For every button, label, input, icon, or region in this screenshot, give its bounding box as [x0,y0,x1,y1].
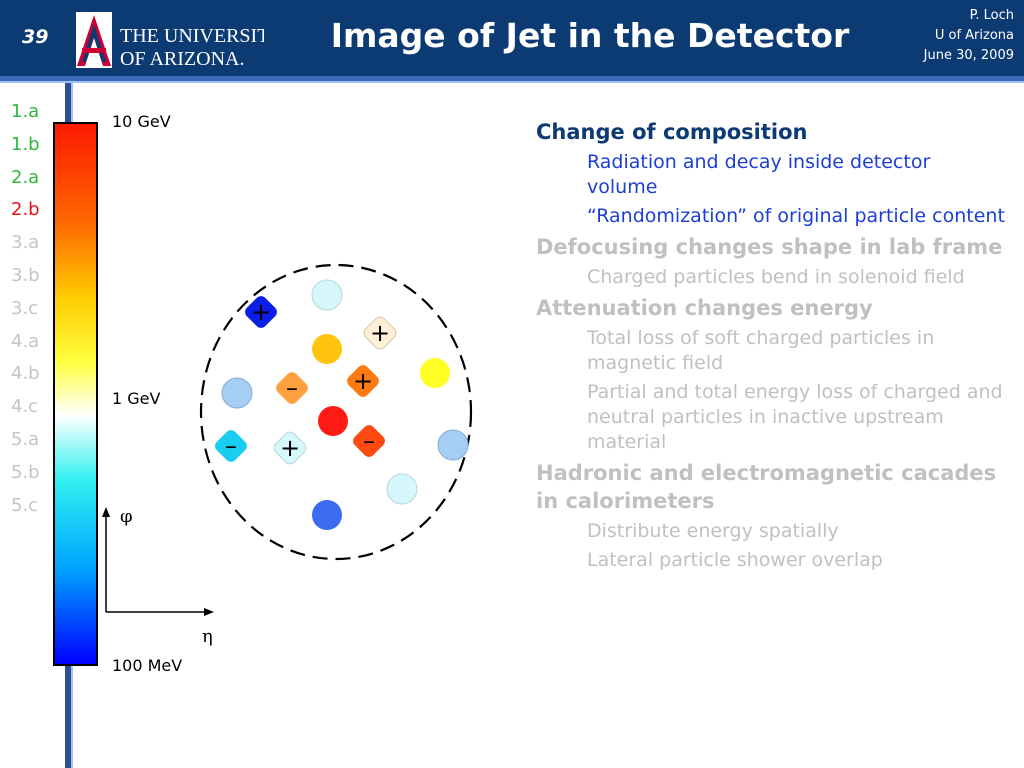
colorbar-label-mid: 1 GeV [112,389,161,408]
section-subitem: Charged particles bend in solenoid field [587,266,965,288]
neutral-particle [311,279,343,311]
nav-item-5-c[interactable]: 5.c [11,494,39,516]
neutral-particle [312,500,342,530]
page-title: Image of Jet in the Detector [330,16,850,55]
svg-text:+: + [280,434,300,462]
neutral-particle [386,473,418,505]
eta-symbol: η [202,626,213,647]
jet-cone-boundary [199,263,473,561]
nav-item-3-b[interactable]: 3.b [11,264,40,286]
nav-item-3-a[interactable]: 3.a [11,232,40,254]
section-heading: Defocusing changes shape in lab frame [536,235,1003,259]
svg-text:+: + [370,319,390,347]
logo-line2: OF ARIZONA. [120,48,244,70]
neutral-particle [312,334,342,364]
nav-item-5-b[interactable]: 5.b [11,461,40,483]
neutral-particle [318,406,348,436]
author-name: P. Loch [969,8,1014,23]
nav-item-4-c[interactable]: 4.c [11,396,39,418]
energy-colorbar [53,122,98,666]
section-subitem: Total loss of soft charged particles in … [587,327,935,374]
section-subitem: Partial and total energy loss of charged… [587,381,1003,453]
date: June 30, 2009 [923,48,1014,63]
nav-item-3-c[interactable]: 3.c [11,297,39,319]
neutral-particle [221,377,253,409]
neutral-particle [437,429,469,461]
header-bar [0,0,1024,76]
colorbar-label-top: 10 GeV [112,112,171,131]
neutral-particle [420,358,450,388]
svg-text:–: – [363,427,375,455]
section-heading: Change of composition [536,120,808,144]
jet-diagram: φ η + + – + – [100,250,480,650]
nav-item-4-b[interactable]: 4.b [11,363,40,385]
charged-particle-negative: – [353,425,385,457]
nav-item-4-a[interactable]: 4.a [11,330,40,352]
nav-item-2-a[interactable]: 2.a [11,166,40,188]
nav-item-2-b[interactable]: 2.b [11,199,40,221]
section-subitem: Distribute energy spatially [587,520,839,542]
charged-particle-negative: – [276,372,308,404]
svg-text:–: – [225,432,237,460]
charged-particle-negative: – [215,430,247,462]
nav-item-1-a[interactable]: 1.a [11,101,40,122]
svg-text:+: + [353,367,373,395]
nav-item-1-b[interactable]: 1.b [11,133,40,155]
section-subitem: Radiation and decay inside detector volu… [587,151,931,198]
section-nav: 1.a 1.b 2.a 2.b 3.a 3.b 3.c 4.a 4.b 4.c 5.a 5.b 5.c [11,96,40,522]
header-stripe [0,76,1024,81]
header-stripe-light [0,81,1024,83]
charged-particle-positive: + [273,431,307,465]
colorbar-label-bottom: 100 MeV [112,656,183,675]
phi-symbol: φ [120,506,133,527]
nav-item-5-a[interactable]: 5.a [11,428,40,450]
section-heading: Hadronic and electromagnetic cacades in … [536,461,997,513]
charged-particle-positive: + [363,316,397,350]
svg-text:+: + [251,298,271,326]
svg-text:–: – [286,374,298,402]
header-meta: P. Loch U of Arizona June 30, 2009 [924,6,1014,66]
slide-number: 39 [22,26,49,48]
section-subitem: Lateral particle shower overlap [587,549,883,571]
affiliation: U of Arizona [934,28,1014,43]
section-heading: Attenuation changes energy [536,296,873,320]
university-logo: THE UNIVERSITY OF ARIZONA. [74,10,284,70]
section-subitem: “Randomization” of original particle con… [587,205,1005,227]
logo-line1: THE UNIVERSITY [120,25,264,47]
charged-particle-positive: + [245,296,277,328]
charged-particle-positive: + [347,365,379,397]
